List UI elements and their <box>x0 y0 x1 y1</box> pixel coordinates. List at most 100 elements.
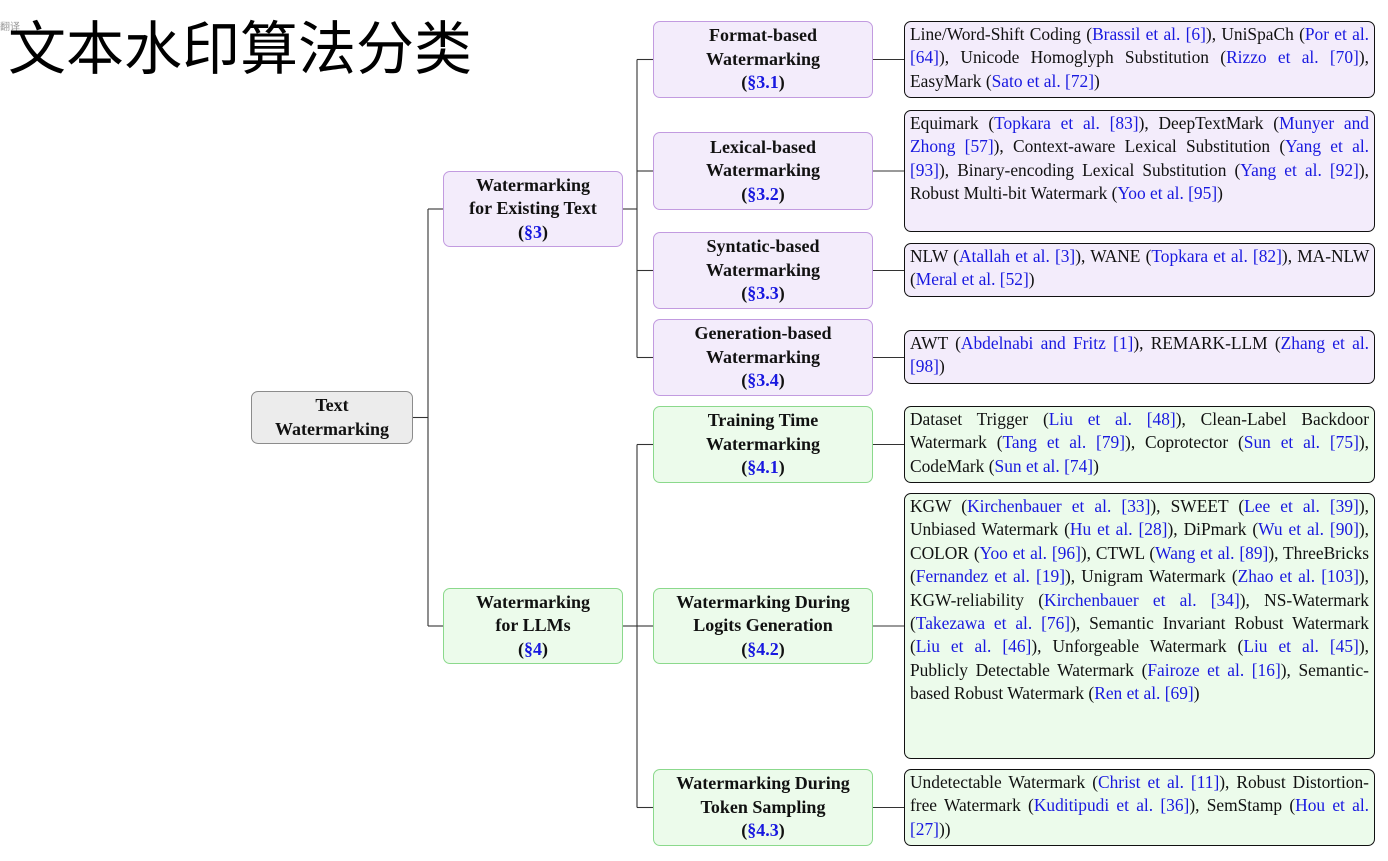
method-name: Unigram Watermark <box>1081 566 1226 587</box>
methods-box-generation: AWT (Abdelnabi and Fritz [1]), REMARK-LL… <box>904 330 1375 384</box>
citation-link[interactable]: Liu et al. [45] <box>1243 636 1359 657</box>
citation-link[interactable]: Meral et al. [52] <box>915 269 1029 290</box>
citation-link[interactable]: Kuditipudi et al. [36] <box>1033 795 1190 816</box>
citation-link[interactable]: Kirchenbauer et al. [34] <box>1044 589 1240 610</box>
citation-link[interactable]: Topkara et al. [83] <box>994 113 1139 133</box>
section-link[interactable]: §3 <box>524 221 542 242</box>
method-name: Coprotector <box>1145 432 1229 453</box>
citation-link[interactable]: Liu et al. [48] <box>1048 409 1176 429</box>
method-name: Robust Distortion-free Watermark <box>910 772 1369 816</box>
method-name: Unbiased Watermark <box>910 519 1059 540</box>
citation-link[interactable]: Yang et al. [93] <box>910 136 1370 180</box>
citation-link[interactable]: Ren et al. [69] <box>1094 683 1194 704</box>
branch-llm-label-line: for LLMs <box>495 615 571 636</box>
method-name: ThreeBricks <box>1283 542 1369 563</box>
method-name: KGW-reliability <box>910 589 1024 610</box>
method-name: CodeMark <box>910 455 985 476</box>
citation-link[interactable]: Yang et al. [92] <box>1240 159 1359 180</box>
method-name: NS-Watermark <box>1264 589 1369 610</box>
citation-link[interactable]: Zhang et al. [98] <box>910 333 1369 377</box>
citation-link[interactable]: Takezawa et al. [76] <box>915 613 1071 634</box>
citation-link[interactable]: Sun et al. [74] <box>994 455 1094 476</box>
category-sampling-label-line: Token Sampling <box>700 796 826 817</box>
method-name: KGW <box>910 496 952 516</box>
category-training-section: (§4.1) <box>741 457 785 478</box>
branch-existing-label-line: Watermarking <box>476 174 590 195</box>
methods-box-training: Dataset Trigger (Liu et al. [48]), Clean… <box>904 406 1375 483</box>
category-lexical-section: (§3.2) <box>741 183 785 204</box>
method-name: EasyMark <box>910 70 982 91</box>
section-link[interactable]: §3.3 <box>747 283 779 304</box>
methods-box-sampling: Undetectable Watermark (Christ et al. [1… <box>904 769 1375 846</box>
category-lexical-label-line: Lexical-based <box>710 136 816 157</box>
citation-link[interactable]: Yoo et al. [95] <box>1117 183 1218 204</box>
citation-link[interactable]: Por et al. [64] <box>910 24 1370 68</box>
category-generation-label-line: Generation-based <box>694 323 832 344</box>
method-name: Robust Multi-bit Watermark <box>910 183 1108 204</box>
method-name: CTWL <box>1095 542 1145 563</box>
method-name: Binary-encoding Lexical Substitution <box>957 159 1227 180</box>
section-link[interactable]: §4 <box>524 638 542 659</box>
citation-link[interactable]: Wu et al. [90] <box>1258 519 1359 540</box>
methods-box-lexical: Equimark (Topkara et al. [83]), DeepText… <box>904 110 1375 232</box>
category-logits-section: (§4.2) <box>741 638 785 659</box>
section-link[interactable]: §3.2 <box>747 183 779 204</box>
method-name: Unforgeable Watermark <box>1052 636 1227 657</box>
category-generation-section: (§3.4) <box>741 370 785 391</box>
method-name: NLW <box>910 246 948 266</box>
method-name: DeepTextMark <box>1158 113 1264 133</box>
citation-link[interactable]: Zhao et al. [103] <box>1237 566 1359 587</box>
citation-link[interactable]: Yoo et al. [96] <box>979 542 1081 563</box>
method-name: AWT <box>910 333 948 353</box>
citation-link[interactable]: Wang et al. [89] <box>1155 542 1269 563</box>
citation-link[interactable]: Sun et al. [75] <box>1243 432 1359 453</box>
method-name: DiPmark <box>1183 519 1247 540</box>
category-generation-label-line: Watermarking <box>706 346 820 367</box>
citation-link[interactable]: Lee et al. [39] <box>1244 496 1359 516</box>
citation-link[interactable]: Sato et al. [72] <box>991 70 1095 91</box>
citation-link[interactable]: Topkara et al. [82] <box>1151 246 1282 266</box>
method-name: COLOR <box>910 542 969 563</box>
citation-link[interactable]: Abdelnabi and Fritz [1] <box>960 333 1134 353</box>
method-name: Clean-Label Backdoor Watermark <box>910 409 1370 453</box>
category-syntactic-label-line: Watermarking <box>706 259 820 280</box>
citation-link[interactable]: Rizzo et al. [70] <box>1226 47 1359 68</box>
category-sampling-section: (§4.3) <box>741 820 785 841</box>
citation-link[interactable]: Atallah et al. [3] <box>958 246 1076 266</box>
citation-link[interactable]: Kirchenbauer et al. [33] <box>967 496 1151 516</box>
method-name: Semantic Invariant Robust Watermark <box>1089 613 1369 634</box>
citation-link[interactable]: Fernandez et al. [19] <box>915 566 1066 587</box>
citation-link[interactable]: Christ et al. [11] <box>1098 772 1220 792</box>
category-logits-label-line: Logits Generation <box>693 615 833 636</box>
citation-link[interactable]: Liu et al. [46] <box>915 636 1032 657</box>
branch-llm-section: (§4) <box>518 638 548 659</box>
section-link[interactable]: §4.3 <box>747 820 779 841</box>
citation-link[interactable]: Hu et al. [28] <box>1069 519 1168 540</box>
category-logits-label-line: Watermarking During <box>676 591 850 612</box>
section-link[interactable]: §3.1 <box>747 72 779 93</box>
citation-link[interactable]: Hou et al. [27] <box>910 795 1370 839</box>
section-link[interactable]: §3.4 <box>747 370 779 391</box>
citation-link[interactable]: Fairoze et al. [16] <box>1147 659 1281 680</box>
citation-link[interactable]: Brassil et al. [6] <box>1092 24 1206 44</box>
corner-watermark: 翻译 <box>0 22 20 33</box>
methods-box-format: Line/Word-Shift Coding (Brassil et al. [… <box>904 21 1375 98</box>
method-name: SWEET <box>1170 496 1229 516</box>
citation-link[interactable]: Tang et al. [79] <box>1002 432 1126 453</box>
citation-link[interactable]: Munyer and Zhong [57] <box>910 113 1369 157</box>
root-node-label-line: Watermarking <box>275 418 389 439</box>
method-name: UniSpaCh <box>1221 24 1294 44</box>
category-training-label-line: Watermarking <box>706 433 820 454</box>
category-format-label-line: Format-based <box>709 25 817 46</box>
methods-box-logits: KGW (Kirchenbauer et al. [33]), SWEET (L… <box>904 493 1375 759</box>
section-link[interactable]: §4.1 <box>747 457 779 478</box>
section-link[interactable]: §4.2 <box>747 638 779 659</box>
